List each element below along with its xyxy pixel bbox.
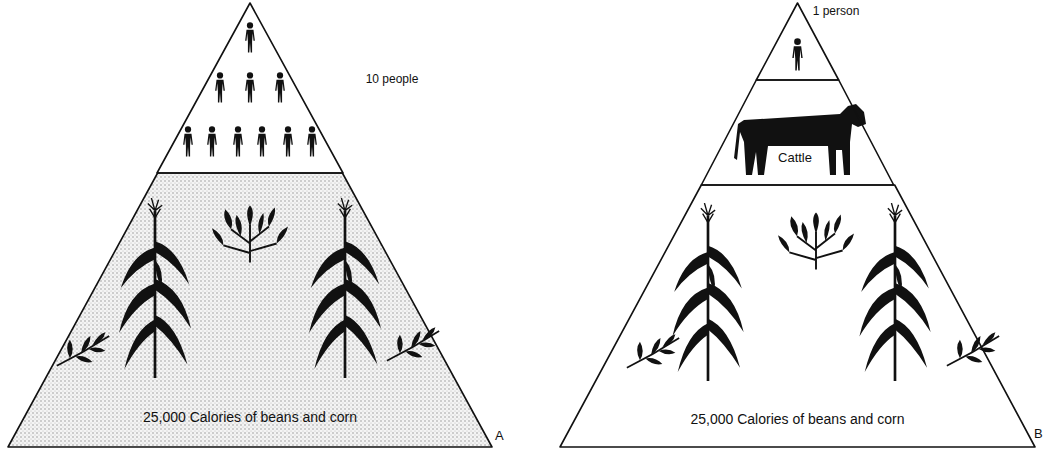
band-outline (698, 80, 892, 185)
panel-letter: B (1034, 426, 1043, 441)
band-label: 25,000 Calories of beans and corn (8, 409, 492, 425)
pyramid-band: 25,000 Calories of beans and corn (8, 173, 492, 447)
band-label: 25,000 Calories of beans and corn (560, 411, 1035, 427)
pyramid-band: Cattle (698, 80, 892, 185)
band-label: 1 person (810, 5, 862, 19)
band-label: Cattle (698, 151, 892, 166)
band-label: 10 people (362, 73, 422, 87)
panel-letter: A (495, 428, 504, 443)
band-outline (560, 185, 1035, 447)
band-outline (8, 173, 492, 447)
pyramid-band: 25,000 Calories of beans and corn (560, 185, 1035, 447)
pyramid-band: 1 person (754, 3, 836, 80)
band-outline (157, 3, 343, 173)
pyramid-band: 10 people (157, 3, 343, 173)
